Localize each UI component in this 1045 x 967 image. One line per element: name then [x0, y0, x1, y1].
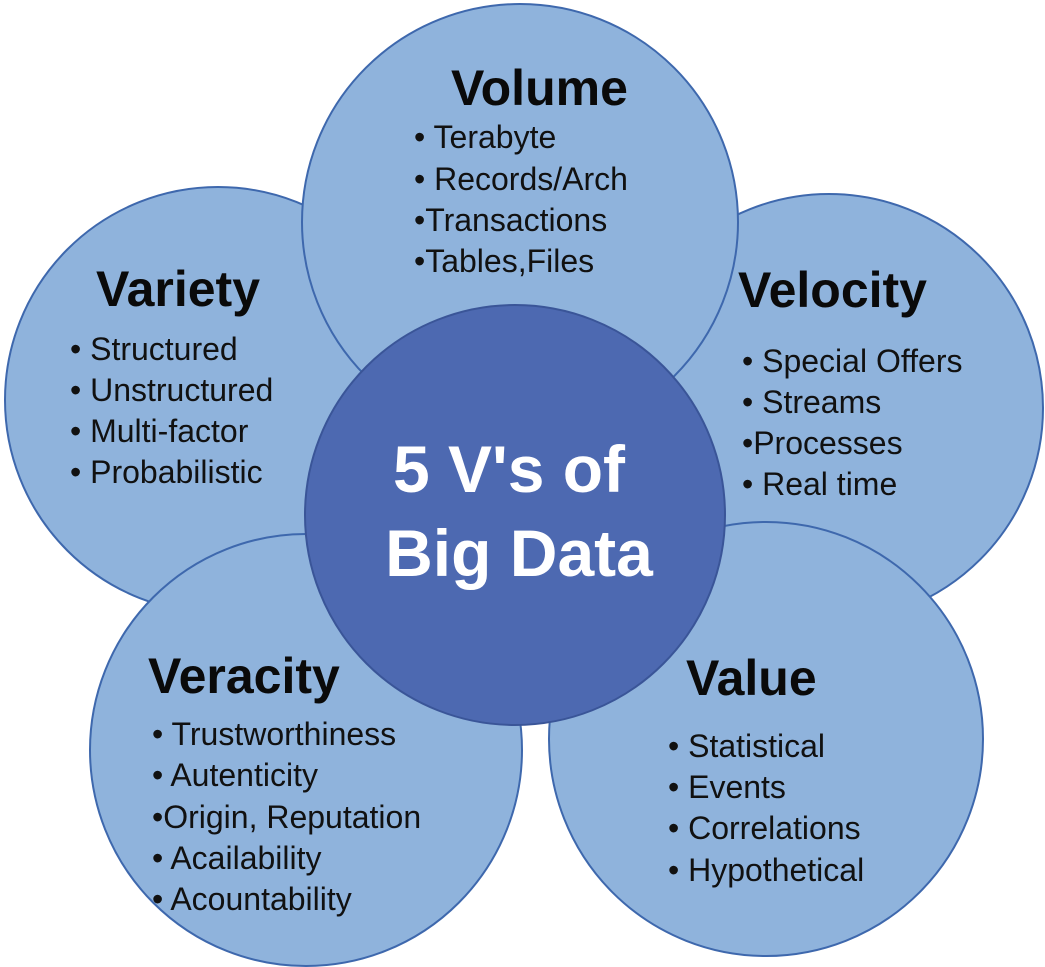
veracity-item: • Acountability — [152, 881, 352, 917]
value-item: • Hypothetical — [668, 852, 864, 888]
velocity-item: • Real time — [742, 466, 897, 502]
center-circle — [304, 304, 726, 726]
variety-title: Variety — [96, 261, 260, 317]
velocity-title: Velocity — [738, 262, 927, 318]
volume-item: • Records/Arch — [414, 161, 628, 197]
variety-item: • Structured — [70, 331, 238, 367]
center-hub: 5 V's of Big Data — [304, 304, 726, 726]
veracity-item: • Acailability — [152, 840, 322, 876]
volume-item: •Transactions — [414, 202, 607, 238]
value-item: • Statistical — [668, 728, 825, 764]
value-title: Value — [686, 650, 817, 706]
veracity-title: Veracity — [148, 648, 340, 704]
center-title-line1: 5 V's of — [393, 432, 626, 506]
volume-item: •Tables,Files — [414, 243, 594, 279]
variety-item: • Multi-factor — [70, 413, 249, 449]
velocity-item: •Processes — [742, 425, 903, 461]
volume-item: • Terabyte — [414, 119, 556, 155]
variety-item: • Unstructured — [70, 372, 273, 408]
veracity-item: •Origin, Reputation — [152, 799, 421, 835]
value-item: • Events — [668, 769, 786, 805]
velocity-item: • Special Offers — [742, 343, 962, 379]
value-item: • Correlations — [668, 810, 861, 846]
variety-item: • Probabilistic — [70, 454, 263, 490]
center-title-line2: Big Data — [385, 516, 654, 590]
veracity-item: • Autenticity — [152, 757, 318, 793]
veracity-item: • Trustworthiness — [152, 716, 396, 752]
volume-title: Volume — [451, 60, 628, 116]
velocity-item: • Streams — [742, 384, 881, 420]
